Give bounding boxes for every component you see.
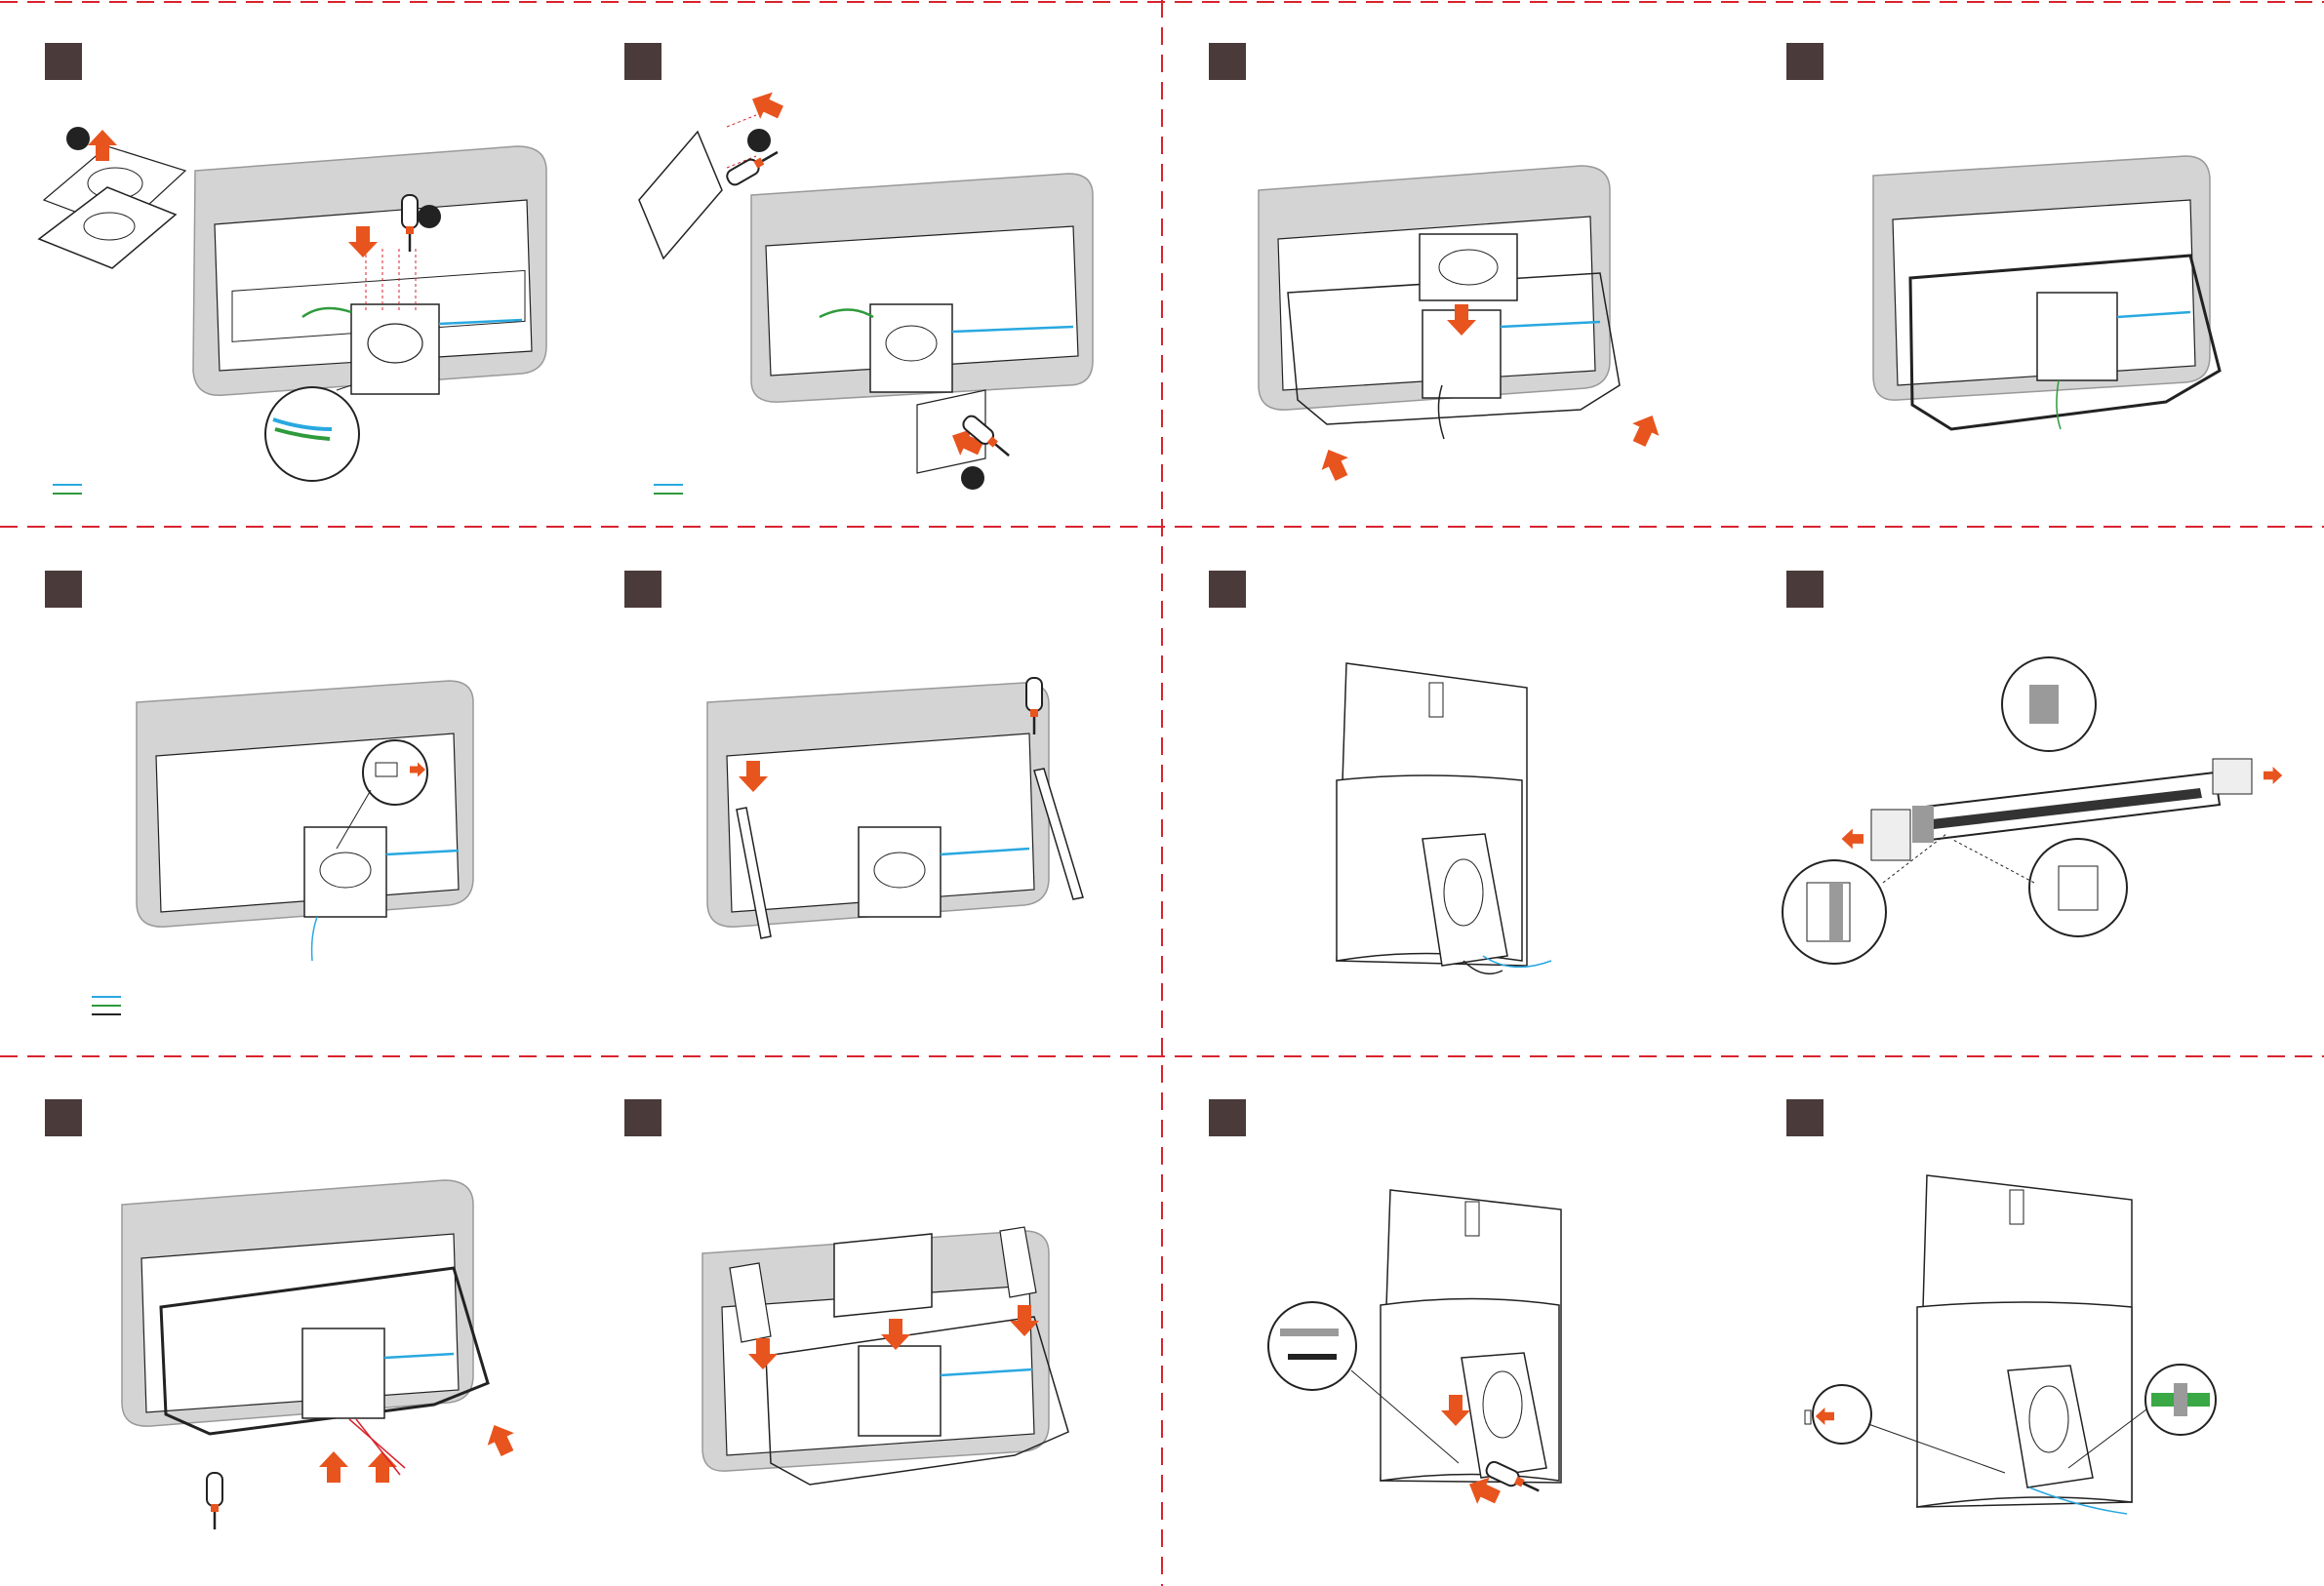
callout-dot-b — [961, 466, 984, 490]
callout-dot-a — [747, 129, 771, 152]
panel-10-illustration — [702, 1227, 1068, 1485]
panel-8-illustration — [1783, 657, 2282, 964]
legend-lines-icon — [92, 997, 121, 1014]
step-badge-10 — [624, 1099, 661, 1136]
legend-lines-icon — [654, 485, 683, 494]
panel-6-illustration — [707, 678, 1083, 938]
step-badge-3 — [1209, 43, 1246, 80]
panel-5-illustration — [92, 681, 473, 1014]
step-badge-2 — [624, 43, 661, 80]
legend-lines-icon — [53, 485, 82, 494]
panel-12-illustration — [1805, 1175, 2216, 1514]
panel-1-illustration — [39, 127, 546, 494]
panel-4-illustration — [1873, 156, 2220, 429]
step-badge-1 — [45, 43, 82, 80]
step-badge-11 — [1209, 1099, 1246, 1136]
panel-7-illustration — [1337, 663, 1551, 973]
step-badge-7 — [1209, 571, 1246, 608]
panel-9-illustration — [122, 1180, 521, 1529]
callout-dot-a — [66, 127, 90, 150]
step-badge-12 — [1786, 1099, 1823, 1136]
panel-3-illustration — [1259, 166, 1665, 484]
callout-dot-b — [418, 205, 441, 228]
panel-11-illustration — [1268, 1190, 1561, 1511]
step-badge-8 — [1786, 571, 1823, 608]
magnifier-callout-icon — [1268, 1302, 1356, 1390]
step-badge-6 — [624, 571, 661, 608]
step-badge-4 — [1786, 43, 1823, 80]
panel-2-illustration — [639, 86, 1093, 494]
step-badge-5 — [45, 571, 82, 608]
step-badge-9 — [45, 1099, 82, 1136]
